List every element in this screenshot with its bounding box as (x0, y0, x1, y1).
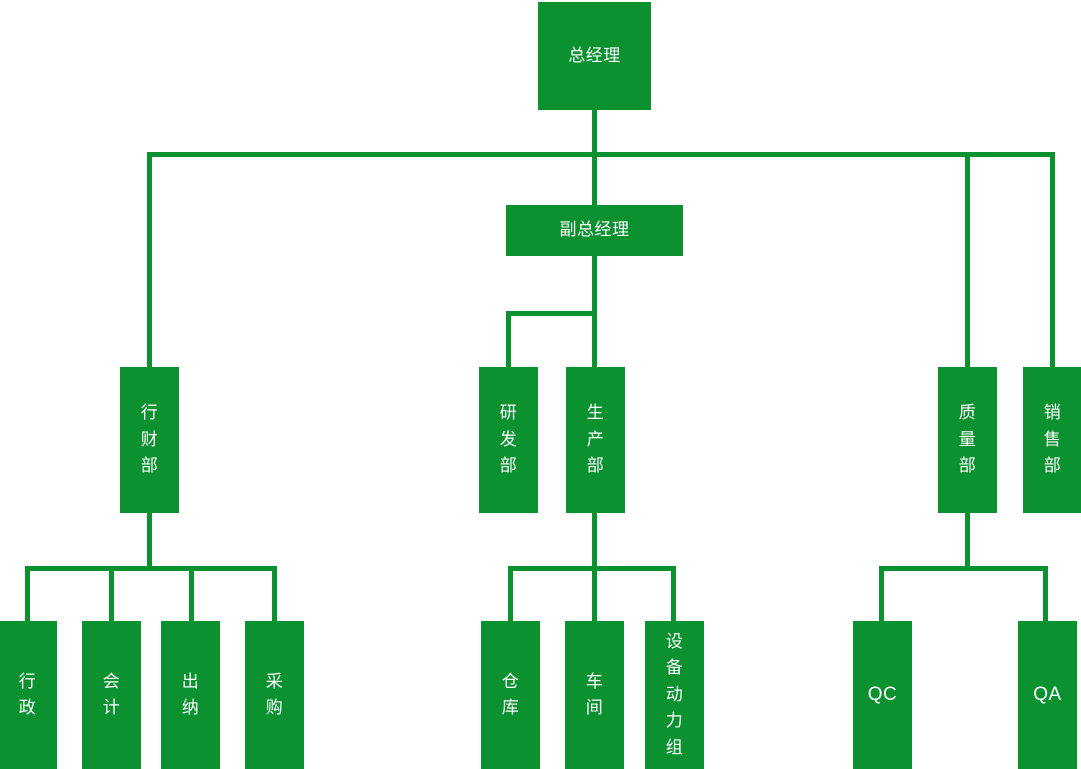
node-accounting[interactable]: 会 计 (82, 621, 141, 769)
connector-to-admin-finance (147, 152, 152, 368)
node-label-accounting: 会 计 (102, 671, 121, 717)
node-label-procurement: 采 购 (265, 671, 284, 717)
node-label-qc: QC (867, 684, 898, 706)
node-production-dept[interactable]: 生 产 部 (566, 367, 625, 513)
node-label-qa: QA (1033, 684, 1062, 706)
node-procurement[interactable]: 采 购 (245, 621, 304, 769)
connector-to-cashier (189, 566, 194, 622)
node-quality-dept[interactable]: 质 量 部 (938, 367, 997, 513)
node-equipment-power-group[interactable]: 设 备 动 力 组 (645, 621, 704, 769)
connector-to-quality (965, 152, 970, 368)
node-label-deputy-general-manager: 副总经理 (559, 220, 630, 240)
node-label-admin-finance-dept: 行 财 部 (140, 403, 159, 476)
node-cashier[interactable]: 出 纳 (161, 621, 220, 769)
node-sales-dept[interactable]: 销 售 部 (1023, 367, 1081, 513)
node-label-administration: 行 政 (18, 671, 37, 717)
node-label-equipment-power-group: 设 备 动 力 组 (665, 632, 684, 757)
connector-to-qc (879, 566, 884, 622)
node-label-production-dept: 生 产 部 (586, 403, 605, 476)
connector-admin-finance-stem (147, 513, 152, 570)
node-qc[interactable]: QC (853, 621, 912, 769)
node-label-warehouse: 仓 库 (501, 671, 520, 717)
connector-to-equipment-power (671, 566, 676, 622)
node-qa[interactable]: QA (1018, 621, 1077, 769)
node-rd-dept[interactable]: 研 发 部 (479, 367, 538, 513)
connector-to-workshop (592, 566, 597, 622)
node-label-workshop: 车 间 (585, 671, 604, 717)
node-admin-finance-dept[interactable]: 行 财 部 (120, 367, 179, 513)
node-label-rd-dept: 研 发 部 (499, 403, 518, 476)
connector-to-procurement (272, 566, 277, 622)
connector-to-rd (506, 311, 511, 368)
connector-to-warehouse (508, 566, 513, 622)
node-workshop[interactable]: 车 间 (565, 621, 624, 769)
node-label-cashier: 出 纳 (181, 671, 200, 717)
connector-quality-stem (965, 513, 970, 570)
connector-production-stem (592, 513, 597, 570)
connector-to-deputy-gm (592, 152, 597, 205)
connector-to-administration (25, 566, 30, 622)
node-general-manager[interactable]: 总经理 (538, 2, 651, 110)
node-deputy-general-manager[interactable]: 副总经理 (506, 205, 683, 256)
node-label-quality-dept: 质 量 部 (958, 403, 977, 476)
connector-deputy-bus (506, 311, 596, 316)
connector-to-accounting (109, 566, 114, 622)
node-administration[interactable]: 行 政 (0, 621, 57, 769)
connector-to-sales (1050, 152, 1055, 368)
connector-gm-stem (592, 110, 597, 156)
connector-level1-bus (149, 152, 1053, 157)
connector-to-qa (1043, 566, 1048, 622)
node-label-general-manager: 总经理 (568, 45, 621, 65)
node-label-sales-dept: 销 售 部 (1043, 403, 1062, 476)
node-warehouse[interactable]: 仓 库 (481, 621, 540, 769)
connector-quality-bus (879, 566, 1047, 571)
connector-admin-finance-bus (25, 566, 277, 571)
